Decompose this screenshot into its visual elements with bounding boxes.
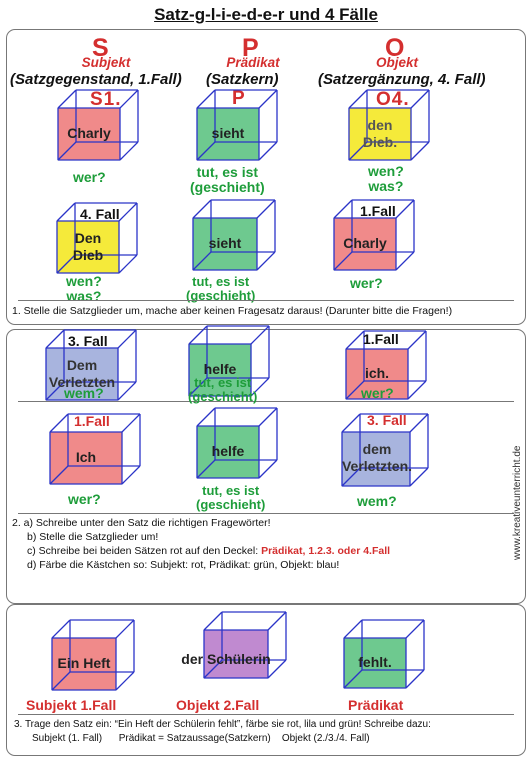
cube-text-ich-2: Ich [75,449,97,466]
object-description: (Satzergänzung, 4. Fall) [318,71,486,88]
question-tut-4: tut, es ist (geschieht) [196,483,266,513]
lid-label-3-fall-red: 3. Fall [367,412,407,428]
lid-label-4-fall: 4. Fall [80,206,120,222]
cube-text-helfe: helfe [203,361,237,378]
cube-den-dieb-2 [56,202,138,274]
instruction-2d: d) Färbe die Kästchen so: Subjekt: rot, … [27,559,340,571]
cube-text-helfe-2: helfe [211,443,245,460]
cube-text-ein-heft: Ein Heft [57,655,111,672]
predicate-lid-label: P [232,88,246,109]
cube-text-sieht-2: sieht [208,235,242,252]
section-2-divider [18,401,514,402]
cube-ich-2 [49,413,141,485]
cube-text-sieht: sieht [211,125,245,142]
section-3-panel [6,604,526,756]
page-title: Satz-g-l-i-e-d-e-r und 4 Fälle [154,5,378,24]
instruction-2a: 2. a) Schreibe unter den Satz die richti… [12,517,271,529]
cube-text-der-schuelerin: der Schülerin [181,651,271,668]
cube-ein-heft [51,619,135,691]
label-objekt: Objekt 2.Fall [176,697,260,713]
object-letter: O [385,34,405,62]
question-wen-was-1: wen? was? [368,163,404,195]
question-wer-3: wer? [361,385,394,401]
cube-den-dieb [348,89,430,161]
question-tut-2: tut, es ist (geschieht) [186,274,256,304]
label-praedikat: Prädikat [348,697,404,713]
cube-text-den-dieb-2: Den Dieb [72,229,104,264]
instruction-1: 1. Stelle die Satzglieder um, mache aber… [12,305,453,317]
label-subjekt: Subjekt 1.Fall [26,697,117,713]
question-wer-4: wer? [68,491,101,507]
predicate-description: (Satzkern) [206,71,279,88]
cube-fehlt [343,619,425,689]
subject-letter: S [92,34,109,62]
lid-label-3-fall: 3. Fall [68,333,108,349]
cube-text-charly-2: Charly [343,235,387,252]
question-wem-2: wem? [357,493,397,509]
instruction-2b: b) Stelle die Satzglieder um! [27,531,159,543]
cube-text-dem-verletzten-2: dem Verletzten. [341,440,413,475]
question-tut-1: tut, es ist (geschieht) [190,164,265,196]
website-watermark: www.kreativeunterricht.de [512,445,523,561]
lid-label-1-fall: 1.Fall [360,203,396,219]
cube-text-charly: Charly [67,125,111,142]
cube-text-den-dieb: den Dieb. [362,116,398,151]
object-role: Objekt [375,55,418,70]
object-lid-label: O4. [376,89,410,110]
section-3-divider [18,714,514,715]
subject-lid-label: S1. [90,89,122,110]
section-1-panel [6,29,526,325]
instruction-3-line2: Subjekt (1. Fall) Prädikat = Satzaussage… [32,733,370,744]
cube-sieht [196,89,278,161]
question-wer-2: wer? [350,275,383,291]
cube-helfe-2 [196,407,278,479]
instruction-3-line1: 3. Trage den Satz ein: “Ein Heft der Sch… [14,719,431,730]
cube-charly [57,89,139,161]
cube-ich [345,330,427,400]
cube-charly-2 [333,199,415,271]
section-2-divider-bottom [18,513,514,514]
cube-sieht-2 [192,199,276,271]
cube-text-dem-verletzten: Dem Verletzten [48,356,116,391]
lid-label-1-fall-b: 1.Fall [363,331,399,347]
cube-helfe [188,325,270,397]
cube-text-ich: ich. [364,365,390,382]
instruction-2c: c) Schreibe bei beiden Sätzen rot auf de… [27,545,391,557]
question-tut-3: tut, es ist (geschieht) [188,375,258,405]
subject-description: (Satzgegenstand, 1.Fall) [10,71,182,88]
cube-der-schuelerin [203,611,287,679]
section-1-divider [18,300,514,301]
cube-text-fehlt: fehlt. [358,654,392,671]
predicate-role: Prädikat [226,55,280,70]
cube-dem-verletzten-2 [341,413,429,487]
lid-label-1-fall-red: 1.Fall [74,413,110,429]
cube-dem-verletzten [45,329,137,401]
subject-role: Subjekt [81,55,131,70]
predicate-letter: P [242,34,259,62]
question-wer-1: wer? [73,169,106,185]
question-wem-1: wem? [64,385,104,401]
